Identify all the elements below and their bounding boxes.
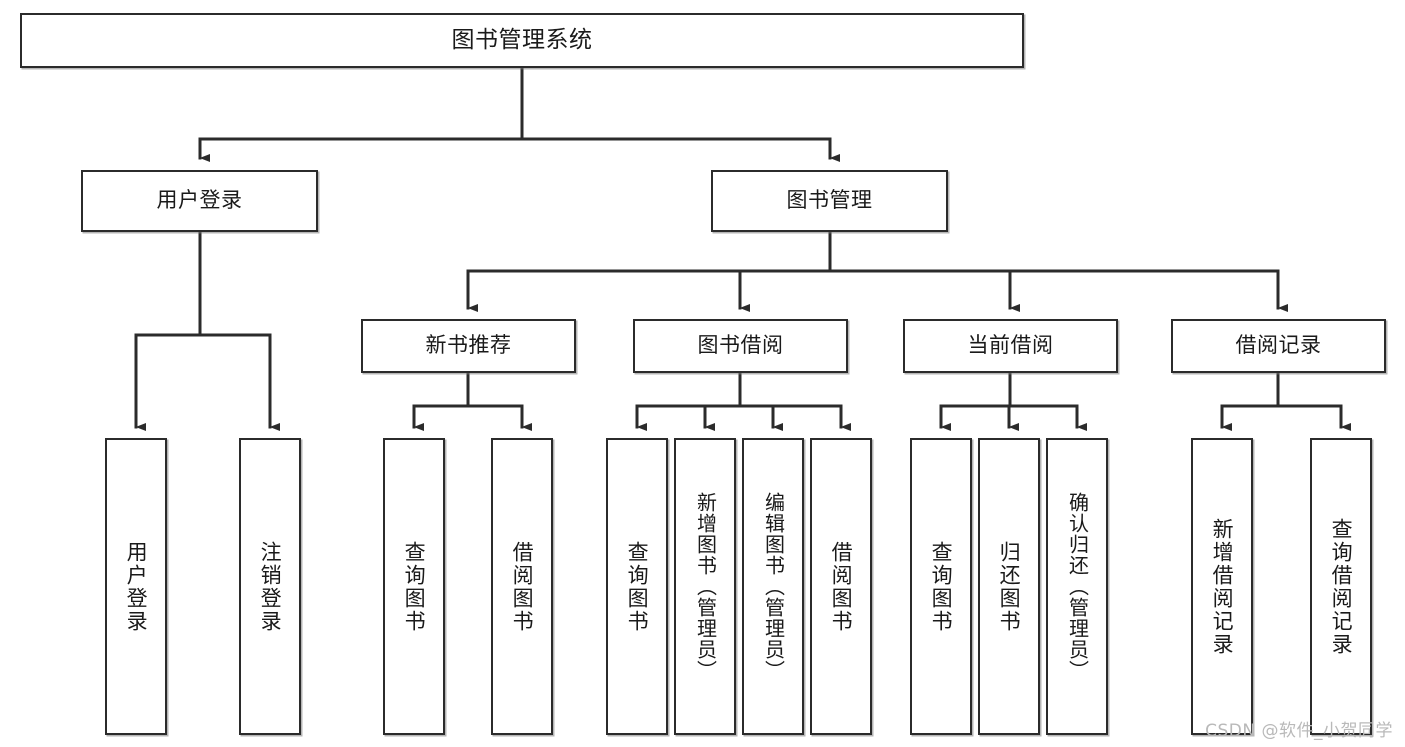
- leaf-borrow-edit-book-admin[interactable]: 编辑图书（管理员）: [742, 438, 804, 735]
- node-root-system-label: 图书管理系统: [451, 26, 593, 53]
- leaf-recommend-borrow-book[interactable]: 借阅图书: [491, 438, 553, 735]
- leaf-borrow-query-book[interactable]: 查询图书: [606, 438, 668, 735]
- leaf-user-logout-label: 注销登录: [258, 540, 283, 633]
- leaf-borrow-edit-book-admin-label: 编辑图书（管理员）: [761, 492, 786, 681]
- node-user-login-label: 用户登录: [156, 188, 243, 213]
- node-root-system[interactable]: 图书管理系统: [20, 13, 1024, 68]
- leaf-record-query-record[interactable]: 查询借阅记录: [1310, 438, 1372, 735]
- node-user-login[interactable]: 用户登录: [81, 170, 318, 232]
- leaf-borrow-add-book-admin-label: 新增图书（管理员）: [693, 492, 718, 681]
- node-borrow-record[interactable]: 借阅记录: [1171, 319, 1386, 373]
- leaf-borrow-query-book-label: 查询图书: [625, 540, 650, 633]
- node-borrow-record-label: 借阅记录: [1235, 333, 1322, 358]
- leaf-current-return-book[interactable]: 归还图书: [978, 438, 1040, 735]
- node-current-borrow-label: 当前借阅: [967, 333, 1054, 358]
- leaf-current-return-book-label: 归还图书: [997, 540, 1022, 633]
- leaf-borrow-borrow-book[interactable]: 借阅图书: [810, 438, 872, 735]
- leaf-record-query-record-label: 查询借阅记录: [1329, 517, 1354, 656]
- leaf-recommend-query-book-label: 查询图书: [402, 540, 427, 633]
- node-current-borrow[interactable]: 当前借阅: [903, 319, 1118, 373]
- leaf-borrow-borrow-book-label: 借阅图书: [829, 540, 854, 633]
- leaf-user-login-label: 用户登录: [124, 540, 149, 633]
- leaf-borrow-add-book-admin[interactable]: 新增图书（管理员）: [674, 438, 736, 735]
- node-book-management[interactable]: 图书管理: [711, 170, 948, 232]
- leaf-record-add-record[interactable]: 新增借阅记录: [1191, 438, 1253, 735]
- node-book-borrow[interactable]: 图书借阅: [633, 319, 848, 373]
- csdn-watermark: CSDN @软件_小贺同学: [1205, 721, 1393, 741]
- leaf-current-query-book[interactable]: 查询图书: [910, 438, 972, 735]
- node-new-book-recommend-label: 新书推荐: [425, 333, 512, 358]
- leaf-recommend-query-book[interactable]: 查询图书: [383, 438, 445, 735]
- leaf-recommend-borrow-book-label: 借阅图书: [510, 540, 535, 633]
- leaf-user-logout[interactable]: 注销登录: [239, 438, 301, 735]
- leaf-current-confirm-return-admin[interactable]: 确认归还（管理员）: [1046, 438, 1108, 735]
- node-new-book-recommend[interactable]: 新书推荐: [361, 319, 576, 373]
- leaf-user-login[interactable]: 用户登录: [105, 438, 167, 735]
- leaf-current-query-book-label: 查询图书: [929, 540, 954, 633]
- leaf-record-add-record-label: 新增借阅记录: [1210, 517, 1235, 656]
- node-book-borrow-label: 图书借阅: [697, 333, 784, 358]
- node-book-management-label: 图书管理: [786, 188, 873, 213]
- leaf-current-confirm-return-admin-label: 确认归还（管理员）: [1065, 492, 1090, 681]
